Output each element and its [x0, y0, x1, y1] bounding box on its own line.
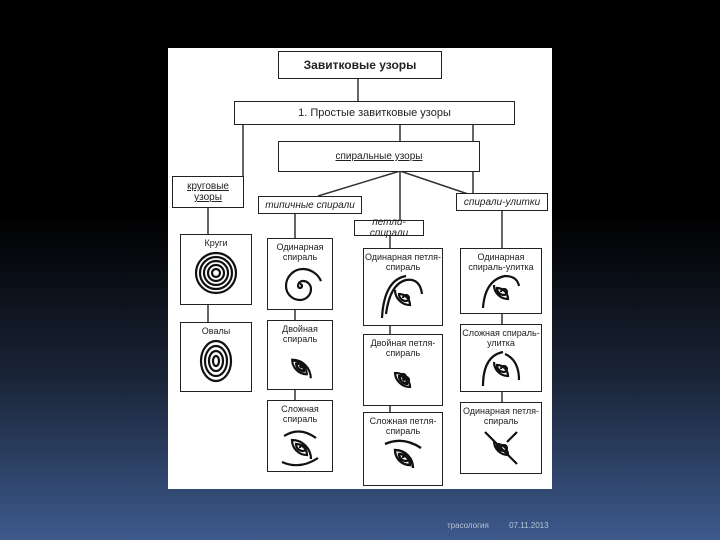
cell-complex-loop-spiral: Сложная петля-спираль — [363, 412, 443, 486]
cell-single-spiral-label: Одинарная спираль — [276, 242, 324, 262]
footer-subject: трасология — [447, 521, 489, 530]
level1-text: 1. Простые завитковые узоры — [298, 106, 451, 119]
cell-double-spiral-label: Двойная спираль — [282, 324, 318, 344]
typical-spirals-box: типичные спирали — [258, 196, 362, 214]
cell-complex-snail-label: Сложная спираль-улитка — [462, 328, 540, 348]
snail-spirals-box: спирали-улитки — [456, 193, 548, 211]
cell-complex-spiral-label: Сложная спираль — [281, 404, 319, 424]
cell-double-loop-spiral-label: Двойная петля-спираль — [370, 338, 436, 358]
slide-footer: трасология 07.11.2013 — [447, 521, 549, 530]
round-patterns-text: круговые узоры — [187, 181, 229, 203]
cell-complex-loop-spiral-label: Сложная петля-спираль — [369, 416, 437, 436]
circles-fingerprint-icon — [194, 251, 238, 295]
slide-image-panel: Завитковые узоры 1. Простые завитковые у… — [168, 48, 552, 489]
cell-single-loop-spiral-label: Одинарная петля-спираль — [364, 252, 442, 272]
single-spiral-fingerprint-icon — [284, 267, 322, 302]
cell-circles-label: Круги — [204, 238, 228, 248]
complex-loop-spiral-fingerprint-icon — [384, 439, 422, 469]
cell-single-spiral: Одинарная спираль — [267, 238, 333, 310]
cell-single-loop-spiral-2-label: Одинарная петля-спираль — [462, 406, 540, 426]
spiral-patterns-text: спиральные узоры — [335, 151, 423, 162]
complex-spiral-fingerprint-icon — [281, 430, 319, 467]
ovals-fingerprint-icon — [199, 339, 233, 383]
cell-complex-spiral: Сложная спираль — [267, 400, 333, 472]
round-patterns-box: круговые узоры — [172, 176, 244, 208]
single-loop-spiral-fingerprint-icon — [380, 274, 424, 319]
cell-single-snail-label: Одинарная спираль-улитка — [468, 252, 534, 272]
diagram-title-text: Завитковые узоры — [303, 57, 417, 72]
single-snail-fingerprint-icon — [481, 274, 521, 309]
level1-box: 1. Простые завитковые узоры — [234, 101, 515, 125]
complex-snail-fingerprint-icon — [481, 350, 521, 387]
diagram-title: Завитковые узоры — [278, 51, 442, 79]
cell-complex-snail: Сложная спираль-улитка — [460, 324, 542, 392]
cell-single-loop-spiral-2: Одинарная петля-спираль — [460, 402, 542, 474]
double-loop-spiral-fingerprint-icon — [393, 371, 412, 389]
single-loop-spiral-2-fingerprint-icon — [484, 431, 518, 465]
cell-ovals-label: Овалы — [201, 326, 231, 336]
loop-spirals-box: петли-спирали — [354, 217, 424, 239]
cell-single-snail: Одинарная спираль-улитка — [460, 248, 542, 314]
cell-circles: Круги — [180, 234, 252, 305]
loop-spirals-text: петли-спирали — [369, 217, 409, 239]
cell-single-loop-spiral: Одинарная петля-спираль — [363, 248, 443, 326]
cell-double-spiral: Двойная спираль — [267, 320, 333, 390]
spiral-patterns-box: спиральные узоры — [278, 141, 480, 172]
snail-spirals-text: спирали-улитки — [463, 196, 541, 208]
cell-double-loop-spiral: Двойная петля-спираль — [363, 334, 443, 406]
typical-spirals-text: типичные спирали — [265, 199, 355, 211]
double-spiral-fingerprint-icon — [291, 358, 312, 379]
footer-date: 07.11.2013 — [509, 521, 549, 530]
cell-ovals: Овалы — [180, 322, 252, 392]
